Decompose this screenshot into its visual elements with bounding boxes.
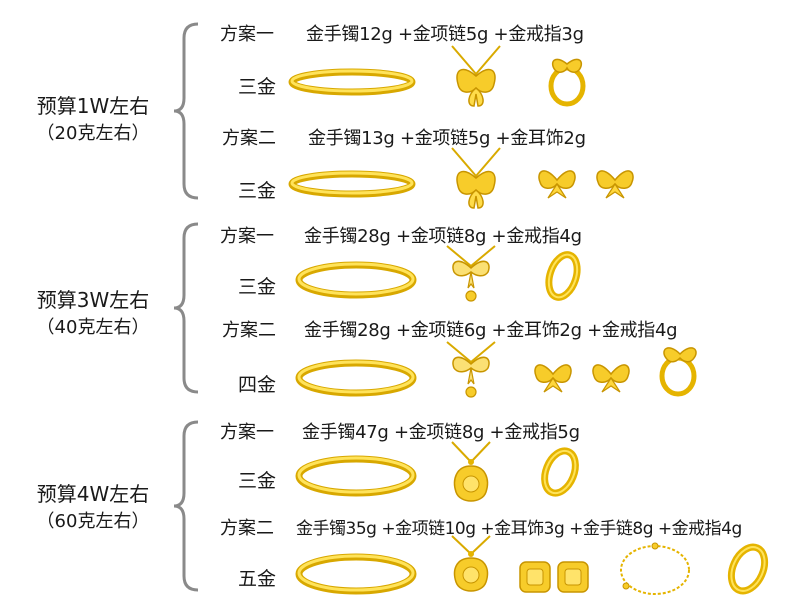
brace-icon bbox=[173, 22, 199, 200]
plain-ring-icon bbox=[541, 447, 579, 497]
brace-icon bbox=[173, 420, 199, 592]
butterfly-necklace-icon bbox=[451, 45, 501, 107]
plan-items: 金手镯28g +金项链8g +金戒指4g bbox=[304, 226, 582, 247]
bow-earring-icon bbox=[534, 364, 572, 393]
budget-group-1: 预算1W左右 （20克左右） bbox=[18, 92, 168, 148]
bracelet-icon bbox=[620, 542, 690, 595]
plan-label: 方案一 bbox=[220, 24, 274, 45]
pendant-necklace-icon bbox=[451, 535, 491, 592]
budget-group-2: 预算3W左右 （40克左右） bbox=[18, 286, 168, 342]
plan-items: 金手镯35g +金项链10g +金耳饰3g +金手链8g +金戒指4g bbox=[296, 519, 742, 539]
bow-ring-icon bbox=[548, 58, 586, 107]
budget-subtitle: （40克左右） bbox=[36, 317, 150, 338]
bow-ring-icon bbox=[659, 347, 697, 397]
plan-items: 金手镯12g +金项链5g +金戒指3g bbox=[306, 24, 584, 45]
set-label: 三金 bbox=[238, 276, 277, 298]
budget-title: 预算3W左右 bbox=[36, 288, 150, 312]
set-label: 三金 bbox=[238, 180, 277, 202]
bow-earring-icon bbox=[596, 170, 634, 199]
butterfly-necklace-icon bbox=[451, 147, 501, 209]
bangle-icon bbox=[295, 553, 417, 595]
square-earring-icon bbox=[519, 561, 551, 593]
bow-earring-icon bbox=[538, 170, 576, 199]
square-earring-icon bbox=[557, 561, 589, 593]
pendant-necklace-icon bbox=[451, 441, 491, 502]
bangle-icon bbox=[288, 68, 416, 96]
bow-necklace-icon bbox=[446, 245, 496, 302]
bow-necklace-icon bbox=[446, 341, 496, 398]
budget-title: 预算1W左右 bbox=[36, 94, 150, 118]
plan-label: 方案二 bbox=[222, 128, 276, 149]
bow-earring-icon bbox=[592, 364, 630, 393]
plain-ring-icon bbox=[727, 543, 769, 595]
plan-label: 方案二 bbox=[220, 518, 274, 539]
budget-title: 预算4W左右 bbox=[36, 482, 150, 506]
set-label: 三金 bbox=[238, 470, 277, 492]
plan-items: 金手镯13g +金项链5g +金耳饰2g bbox=[308, 128, 586, 149]
set-label: 五金 bbox=[238, 568, 277, 590]
plan-label: 方案一 bbox=[220, 226, 274, 247]
bangle-icon bbox=[288, 170, 416, 198]
bangle-icon bbox=[295, 455, 417, 497]
set-label: 四金 bbox=[238, 374, 277, 396]
bangle-icon bbox=[295, 261, 417, 299]
plan-items: 金手镯28g +金项链6g +金耳饰2g +金戒指4g bbox=[304, 320, 678, 341]
bangle-icon bbox=[295, 359, 417, 397]
set-label: 三金 bbox=[238, 76, 277, 98]
budget-group-3: 预算4W左右 （60克左右） bbox=[18, 480, 168, 536]
plan-items: 金手镯47g +金项链8g +金戒指5g bbox=[302, 422, 580, 443]
brace-icon bbox=[173, 222, 199, 394]
plain-ring-icon bbox=[545, 251, 581, 301]
budget-subtitle: （60克左右） bbox=[36, 511, 150, 532]
plan-label: 方案二 bbox=[222, 320, 276, 341]
plan-label: 方案一 bbox=[220, 422, 274, 443]
budget-subtitle: （20克左右） bbox=[36, 123, 150, 144]
